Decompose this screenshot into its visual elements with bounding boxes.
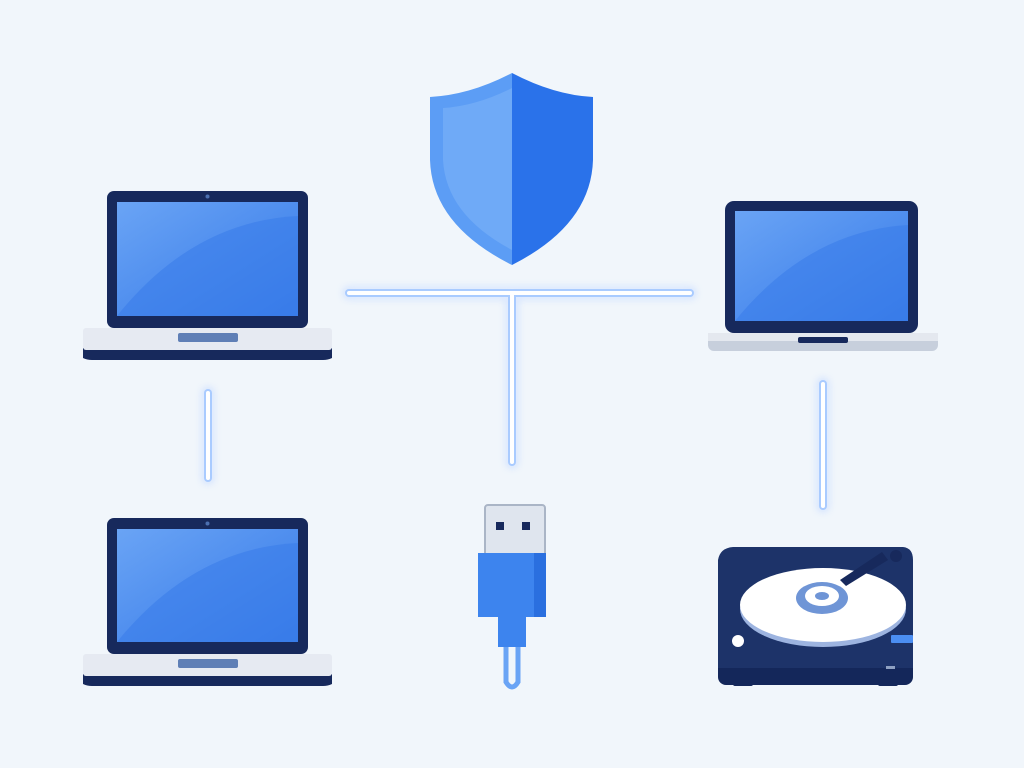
- laptop-icon: [708, 201, 938, 351]
- shield-icon: [430, 73, 593, 265]
- usb-icon: [478, 504, 546, 690]
- hard-drive-icon: [718, 547, 913, 686]
- laptop-icon: [83, 191, 332, 360]
- laptop-icon: [83, 518, 332, 686]
- connector-lines: [204, 289, 827, 510]
